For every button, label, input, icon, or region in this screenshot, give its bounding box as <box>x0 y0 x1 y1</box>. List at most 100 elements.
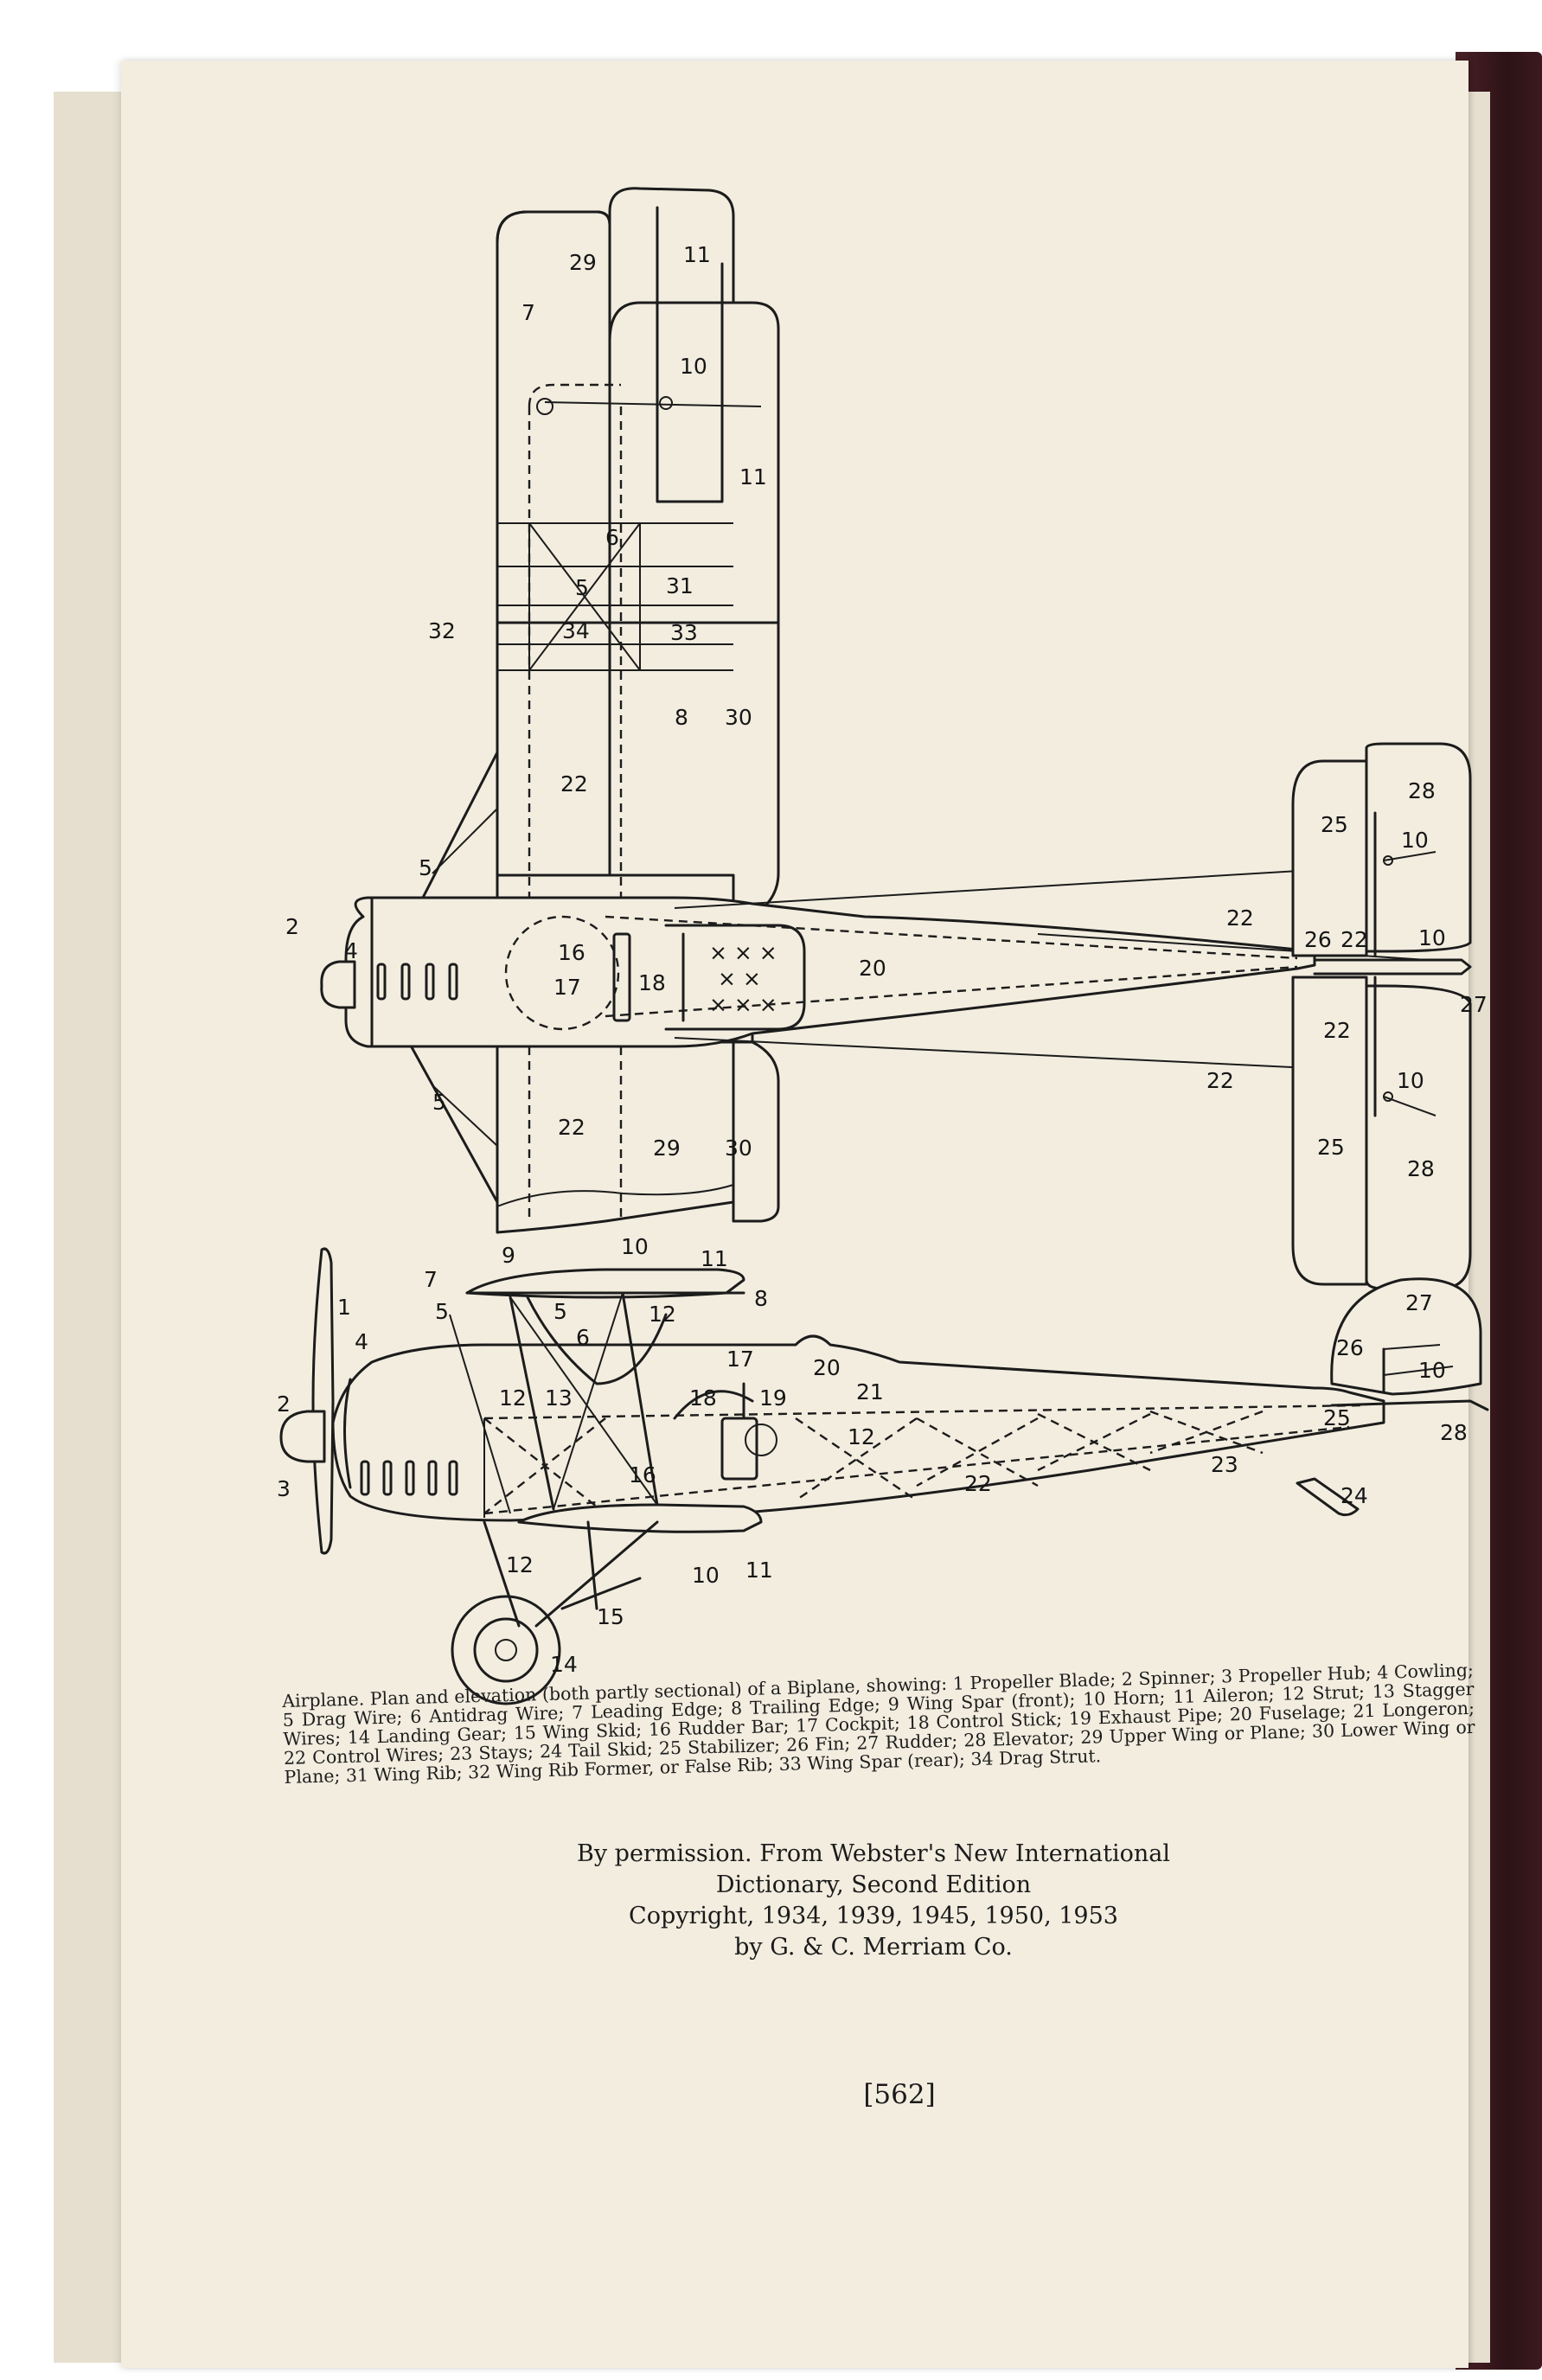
plan-label: 18 <box>638 970 666 995</box>
elev-label: 27 <box>1405 1290 1433 1315</box>
elev-label: 14 <box>550 1652 578 1677</box>
propeller-blade <box>311 1247 335 1555</box>
svg-text:× ×: × × <box>718 966 761 991</box>
plan-label: 25 <box>1321 812 1348 837</box>
plan-label: 32 <box>428 618 456 643</box>
elev-label: 28 <box>1440 1420 1468 1445</box>
elev-label: 21 <box>856 1379 884 1404</box>
fin-rudder <box>1330 1277 1482 1396</box>
elev-label: 20 <box>813 1355 841 1380</box>
book-page <box>121 61 1468 2368</box>
elev-label: 3 <box>277 1476 291 1501</box>
plan-label: 10 <box>680 354 707 379</box>
elev-label: 4 <box>355 1329 368 1354</box>
plan-label: 22 <box>1323 1018 1351 1043</box>
elev-label: 25 <box>1323 1405 1351 1430</box>
plan-label: 10 <box>1397 1068 1424 1093</box>
elev-label: 10 <box>1418 1358 1446 1383</box>
elev-label: 13 <box>545 1385 573 1411</box>
lower-wing-bottom <box>496 1040 735 1234</box>
page-number: [562] <box>863 2079 936 2110</box>
elev-label: 12 <box>649 1302 676 1327</box>
credit-line: Copyright, 1934, 1939, 1945, 1950, 1953 <box>629 1903 1118 1929</box>
elev-label: 11 <box>701 1246 728 1271</box>
plan-label: 7 <box>521 300 535 325</box>
plan-label: 30 <box>725 705 752 730</box>
plan-label: 6 <box>605 525 619 550</box>
svg-text:× × ×: × × × <box>709 992 777 1017</box>
elevator-upper <box>1365 742 1472 953</box>
plan-label: 33 <box>670 620 698 645</box>
elev-label: 12 <box>499 1385 527 1411</box>
plan-label: 20 <box>859 956 886 981</box>
plan-label: 8 <box>675 705 688 730</box>
elev-label: 10 <box>692 1563 720 1588</box>
plan-label: 4 <box>344 938 358 963</box>
plan-label: 27 <box>1460 992 1488 1017</box>
plan-label: 22 <box>1206 1068 1234 1093</box>
plan-label: 5 <box>575 575 589 600</box>
elev-label: 26 <box>1336 1335 1364 1360</box>
stabilizer-lower <box>1291 976 1368 1286</box>
elev-label: 1 <box>337 1295 351 1320</box>
elev-label: 10 <box>621 1234 649 1259</box>
spinner-side <box>279 1410 326 1463</box>
elev-label: 8 <box>754 1286 768 1311</box>
elev-label: 24 <box>1340 1483 1368 1508</box>
plan-label: 22 <box>560 771 588 797</box>
elevator-lower <box>1365 984 1472 1290</box>
elev-label: 5 <box>553 1299 567 1324</box>
plan-label: 5 <box>432 1090 446 1115</box>
plan-label: 26 <box>1304 927 1332 952</box>
permission-credit: By permission. From Webster's New Intern… <box>553 1839 1193 1963</box>
elev-label: 12 <box>848 1424 875 1449</box>
cockpit-crosses: × × × × × × × × <box>709 940 777 1017</box>
elev-label: 22 <box>964 1471 992 1496</box>
elev-label: 12 <box>506 1552 534 1577</box>
elev-label: 6 <box>576 1325 590 1350</box>
plan-label: 29 <box>653 1136 681 1161</box>
plan-label: 22 <box>558 1115 585 1140</box>
elev-label: 2 <box>277 1392 291 1417</box>
elev-label: 11 <box>745 1558 773 1583</box>
landing-wheel <box>451 1595 561 1705</box>
plan-label: 2 <box>285 914 299 939</box>
elev-label: 16 <box>629 1462 656 1488</box>
plan-label: 31 <box>666 573 694 598</box>
spinner <box>320 960 356 1009</box>
plan-label: 22 <box>1226 905 1254 931</box>
elev-label: 19 <box>759 1385 787 1411</box>
plan-label: 11 <box>739 464 767 489</box>
plan-label: 28 <box>1407 1156 1435 1181</box>
elev-label: 9 <box>502 1243 515 1268</box>
tail-skid <box>1296 1477 1360 1517</box>
elev-label: 18 <box>689 1385 717 1411</box>
plan-label: 5 <box>419 855 432 880</box>
plan-label: 11 <box>683 242 711 267</box>
credit-line: by G. & C. Merriam Co. <box>734 1934 1013 1961</box>
fuselage <box>344 896 1316 1048</box>
plan-label: 25 <box>1317 1135 1345 1160</box>
elev-label: 15 <box>597 1604 624 1629</box>
svg-text:× × ×: × × × <box>709 940 777 965</box>
plan-label: 16 <box>558 940 585 965</box>
elev-label: 17 <box>726 1347 754 1372</box>
plan-label: 17 <box>553 975 581 1000</box>
plan-view: × × × × × × × × 29 11 7 <box>285 187 1488 1290</box>
plan-label: 29 <box>569 250 597 275</box>
elevation-view: 9 10 11 7 8 5 5 1 6 12 4 17 20 27 26 10 … <box>277 1234 1489 1705</box>
plan-label: 34 <box>562 618 590 643</box>
plan-label: 22 <box>1340 927 1368 952</box>
plan-label: 30 <box>725 1136 752 1161</box>
plan-label: 10 <box>1418 925 1446 950</box>
lower-wing-side <box>517 1503 763 1533</box>
plan-label: 10 <box>1401 828 1429 853</box>
elev-label: 5 <box>435 1299 449 1324</box>
credit-line: By permission. From Webster's New Intern… <box>576 1840 1171 1867</box>
elev-label: 7 <box>424 1267 438 1292</box>
upper-wing-side <box>465 1268 745 1299</box>
credit-line: Dictionary, Second Edition <box>715 1871 1032 1898</box>
plan-label: 28 <box>1408 778 1436 803</box>
